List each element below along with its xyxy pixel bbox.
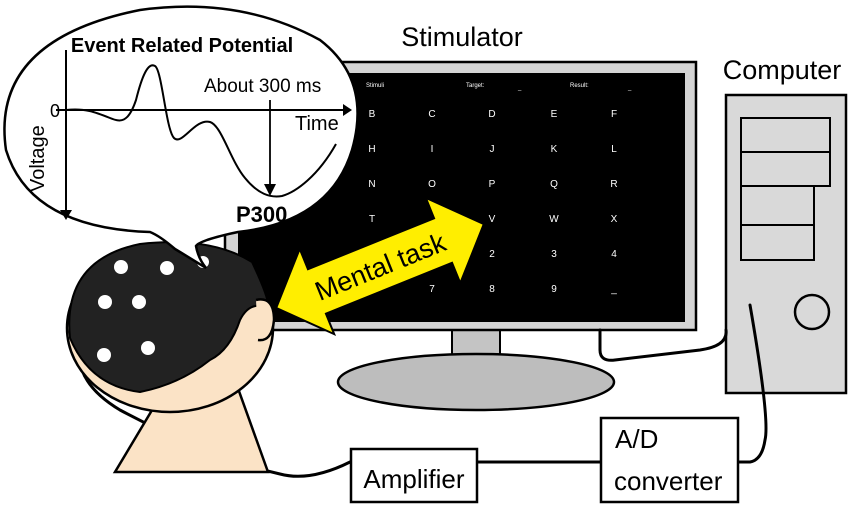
amplifier-box: Amplifier: [349, 447, 479, 504]
p300-label: P300: [236, 202, 287, 227]
screen-grid-cell: E: [551, 109, 558, 120]
screen-grid-cell: R: [610, 179, 617, 190]
screen-grid-cell: 9: [551, 284, 557, 295]
ear: [255, 298, 276, 342]
screen-grid-cell: C: [428, 109, 435, 120]
electrode: [114, 260, 128, 274]
monitor-base: [336, 352, 616, 412]
screen-grid-cell: Q: [550, 179, 558, 190]
voltage-label: Voltage: [27, 125, 49, 192]
latency-arrow-icon: [264, 184, 276, 196]
screen-grid-cell: _: [610, 284, 617, 295]
about-300ms-label: About 300 ms: [204, 76, 321, 97]
drive-bay: [740, 224, 815, 261]
screen-grid-cell: V: [489, 214, 496, 225]
screen-grid-cell: 7: [429, 284, 435, 295]
drive-bay: [740, 151, 831, 187]
ad-converter-label-line2: converter: [614, 466, 723, 496]
electrode: [97, 348, 111, 362]
ad-converter-box: A/D converter: [599, 416, 740, 504]
zero-label: 0: [50, 101, 60, 121]
erp-waveform: [65, 64, 337, 198]
screen-header: Stimuli Target: _ Result: _: [366, 83, 632, 91]
screen-header-stimuli: Stimuli: [366, 83, 384, 89]
screen-grid-cell: J: [490, 144, 495, 155]
monitor-computer-cable: [598, 328, 728, 362]
screen-grid-cell: W: [549, 214, 559, 225]
screen-header-target: Target:: [466, 83, 485, 89]
double-arrow-icon: [274, 195, 486, 337]
electrode: [141, 341, 155, 355]
screen-grid-cell: 4: [611, 249, 617, 260]
screen-header-result-value: _: [627, 85, 632, 91]
screen-grid-cell: 8: [489, 284, 495, 295]
computer-ad-cable: [736, 303, 768, 464]
screen-grid-cell: T: [369, 214, 375, 225]
screen-grid-cell: D: [488, 109, 495, 120]
electrode: [160, 261, 174, 275]
screen-grid-cell: X: [611, 214, 618, 225]
amplifier-label: Amplifier: [363, 464, 464, 494]
time-axis-arrow-icon: [343, 104, 352, 116]
screen-grid-cell: 2: [489, 249, 495, 260]
drive-bay: [740, 185, 815, 226]
amplifier-frame: [349, 447, 479, 504]
power-button: [793, 293, 831, 331]
erp-speech-bubble: Event Related Potential 0 Time Voltage A…: [3, 5, 359, 270]
erp-title: Event Related Potential: [71, 35, 293, 57]
screen-grid-cell: H: [368, 144, 375, 155]
screen-grid-cell: L: [611, 144, 617, 155]
subject-head: [65, 241, 276, 474]
computer-label: Computer: [723, 55, 842, 85]
screen-grid-cell: F: [611, 109, 617, 120]
ad-converter-frame: [599, 416, 740, 504]
computer-tower: [724, 93, 848, 395]
electrode: [132, 295, 146, 309]
screen-grid-cell: K: [551, 144, 558, 155]
stimulator-label: Stimulator: [401, 22, 523, 52]
screen-header-target-value: _: [517, 85, 522, 91]
screen-grid-cell: 3: [551, 249, 557, 260]
screen-grid-cell: O: [428, 179, 436, 190]
screen-header-result: Result:: [570, 83, 589, 89]
screen-grid-cell: I: [431, 144, 434, 155]
voltage-axis-arrow-icon: [60, 210, 72, 220]
screen-grid-cell: B: [369, 109, 376, 120]
screen-grid-cell: N: [368, 179, 375, 190]
time-label: Time: [295, 113, 339, 135]
drive-bay: [740, 117, 831, 153]
electrode: [98, 295, 112, 309]
screen-grid-cell: P: [489, 179, 496, 190]
ad-converter-label-line1: A/D: [615, 424, 658, 454]
